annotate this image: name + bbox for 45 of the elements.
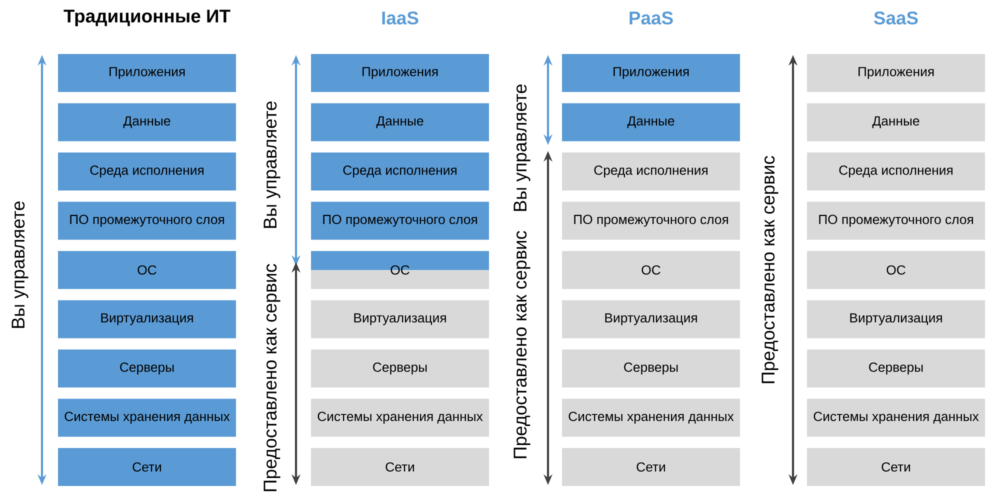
layer-box: ОС [58, 250, 236, 289]
column-heading: IaaS [382, 11, 418, 25]
layer-box: ОС [807, 250, 985, 289]
side-label: Вы управляете [514, 84, 530, 211]
layer-box: Сети [807, 448, 985, 486]
layer-box: Среда исполнения [562, 152, 740, 190]
layer-box: Среда исполнения [311, 152, 489, 190]
layer-box: Данные [311, 103, 489, 142]
layer-box: Данные [807, 103, 985, 142]
layer-box: Данные [58, 103, 236, 142]
side-label: Предоставлено как сервис [264, 264, 280, 492]
layer-box: Системы хранения данных [807, 398, 985, 437]
side-label: Вы управляете [264, 101, 280, 228]
layer-box: ПО промежуточного слоя [58, 202, 236, 240]
layer-box: Системы хранения данных [311, 398, 489, 437]
layer-box: ОС [562, 250, 740, 289]
layer-box: Виртуализация [58, 300, 236, 338]
layer-box: ПО промежуточного слоя [807, 202, 985, 240]
column-heading: SaaS [874, 11, 918, 25]
layer-box: Виртуализация [807, 300, 985, 338]
column-heading: PaaS [630, 11, 673, 25]
layer-box: Серверы [58, 349, 236, 388]
layer-box: Системы хранения данных [58, 398, 236, 437]
layer-box: Сети [562, 448, 740, 486]
layer-box: Серверы [311, 349, 489, 388]
layer-box: Приложения [58, 54, 236, 92]
layer-box: Среда исполнения [807, 152, 985, 190]
layer-box: Приложения [562, 54, 740, 92]
layer-box: ПО промежуточного слоя [562, 202, 740, 240]
layer-box: Данные [562, 103, 740, 142]
side-label: Предоставлено как сервис [514, 230, 530, 458]
side-label: Вы управляете [12, 201, 28, 328]
layer-box: Серверы [807, 349, 985, 388]
column-heading: Традиционные ИТ [64, 10, 230, 26]
layer-box: Серверы [562, 349, 740, 388]
layer-box: Приложения [807, 54, 985, 92]
layer-box: Приложения [311, 54, 489, 92]
layer-box: ПО промежуточного слоя [311, 202, 489, 240]
layer-box: Сети [58, 448, 236, 486]
layer-box: Сети [311, 448, 489, 486]
layer-box: Виртуализация [562, 300, 740, 338]
layer-box: Виртуализация [311, 300, 489, 338]
side-label: Предоставлено как сервис [762, 156, 778, 384]
layer-box: Системы хранения данных [562, 398, 740, 437]
layer-box: Среда исполнения [58, 152, 236, 190]
